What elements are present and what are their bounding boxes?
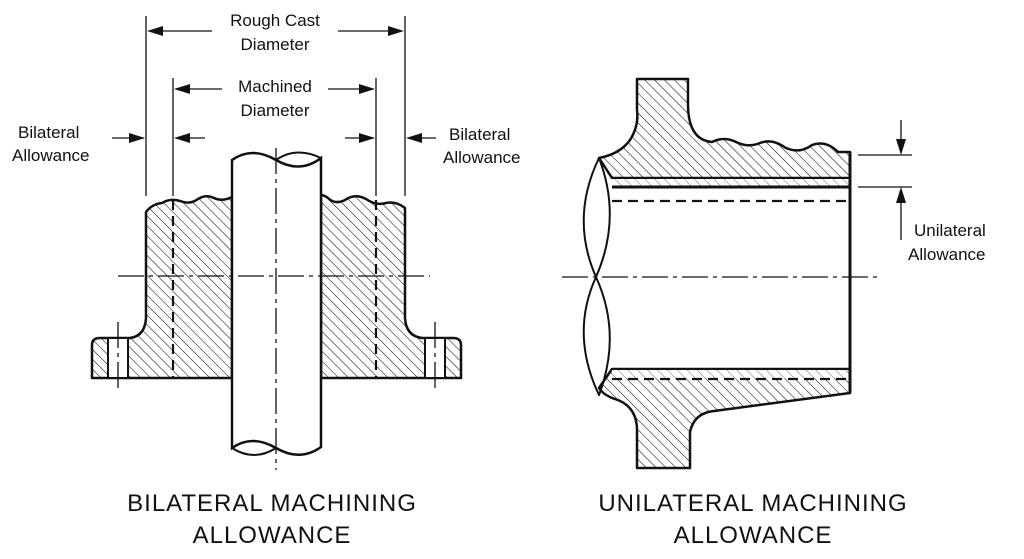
unilateral-caption-line1: UNILATERAL MACHINING xyxy=(598,490,907,517)
unilateral-lower-section xyxy=(597,367,852,470)
bilateral-left-section xyxy=(90,195,234,380)
left-allowance-label-line1: Bilateral xyxy=(18,123,79,142)
unilateral-allowance-label-line2: Allowance xyxy=(908,245,986,264)
machined-label-line1: Machined xyxy=(238,77,312,96)
bilateral-right-section xyxy=(319,193,463,380)
unilateral-figure: Unilateral Allowance UNILATERAL MACHININ… xyxy=(562,77,986,549)
rough-cast-label-line2: Diameter xyxy=(241,35,310,54)
right-allowance-label-line2: Allowance xyxy=(443,148,521,167)
bilateral-caption-line1: BILATERAL MACHINING xyxy=(127,490,417,517)
shaft xyxy=(230,151,323,456)
machined-label-line2: Diameter xyxy=(241,101,310,120)
unilateral-allowance-label-line1: Unilateral xyxy=(914,221,986,240)
bilateral-caption-line2: ALLOWANCE xyxy=(193,522,352,549)
unilateral-upper-section xyxy=(597,77,852,180)
rough-cast-label-line1: Rough Cast xyxy=(230,11,320,30)
left-allowance-label-line2: Allowance xyxy=(12,146,90,165)
bilateral-figure: Rough Cast Diameter Machined Diameter Bi… xyxy=(12,11,521,549)
right-allowance-label-line1: Bilateral xyxy=(449,125,510,144)
unilateral-caption-line2: ALLOWANCE xyxy=(674,522,833,549)
